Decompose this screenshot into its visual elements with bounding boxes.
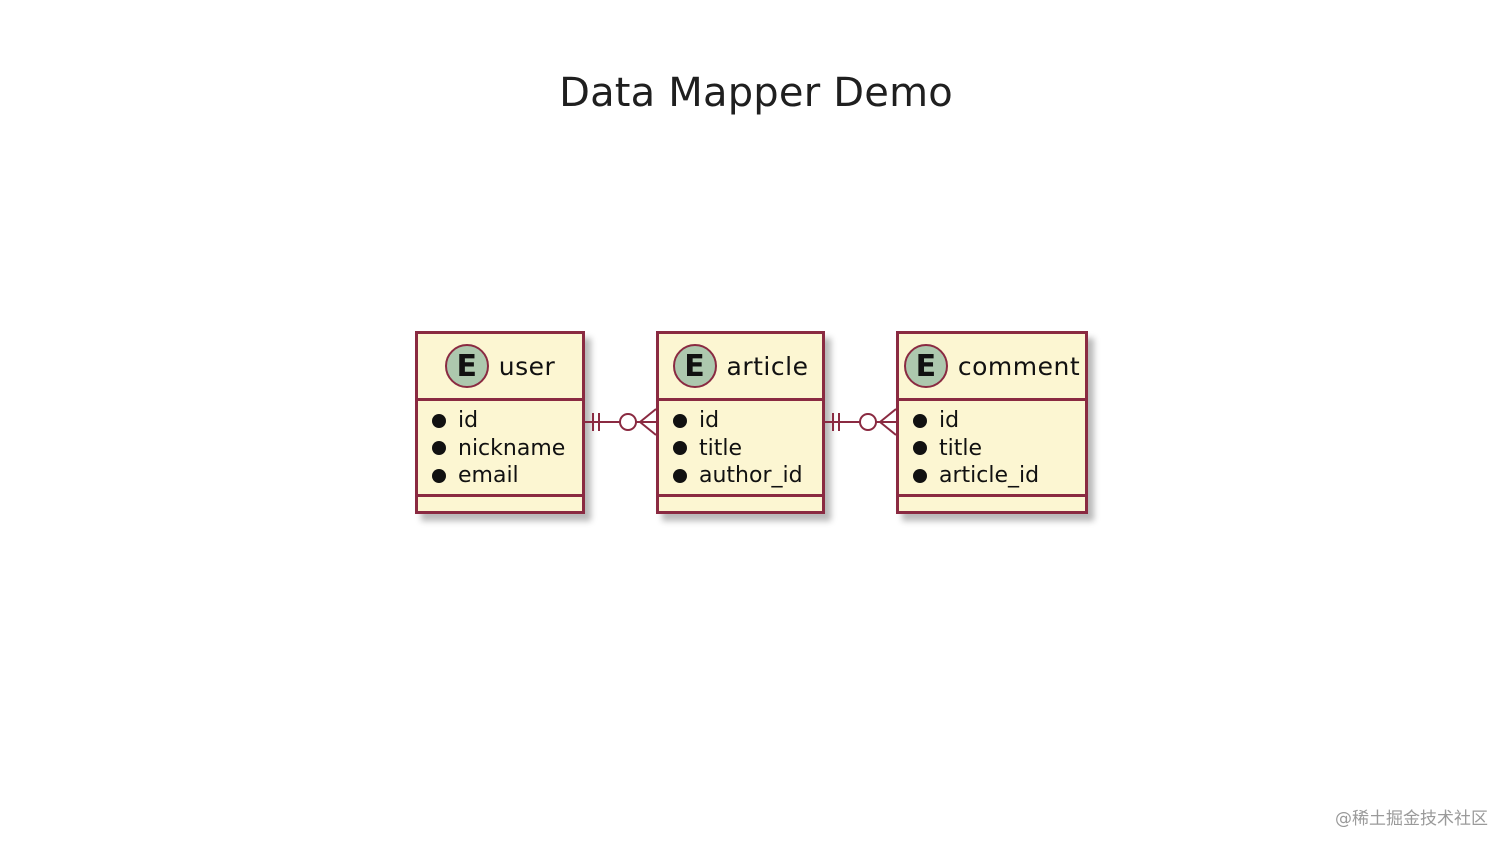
entity-field: id bbox=[432, 407, 582, 435]
bullet-icon bbox=[913, 468, 927, 483]
field-label: author_id bbox=[699, 463, 803, 489]
entity-user: E user id nickname email bbox=[415, 331, 585, 514]
crows-foot-mark bbox=[879, 408, 897, 423]
watermark: @稀土掘金技术社区 bbox=[1335, 809, 1488, 829]
entity-name: user bbox=[498, 351, 556, 381]
field-label: nickname bbox=[458, 435, 566, 461]
diagram-title: Data Mapper Demo bbox=[559, 70, 953, 116]
crows-foot-mark bbox=[639, 421, 657, 436]
field-label: title bbox=[939, 435, 983, 461]
entity-field: email bbox=[432, 462, 582, 490]
field-label: email bbox=[458, 463, 519, 489]
field-label: title bbox=[699, 435, 743, 461]
entity-field: article_id bbox=[913, 462, 1085, 490]
relationship-article-comment bbox=[825, 408, 897, 436]
entity-badge-icon: E bbox=[444, 344, 489, 388]
entity-name: article bbox=[726, 351, 809, 381]
relationship-user-article bbox=[585, 408, 657, 436]
entity-field: author_id bbox=[673, 462, 822, 490]
entity-header: E article bbox=[659, 334, 822, 401]
bullet-icon bbox=[432, 413, 446, 428]
zero-mark bbox=[619, 413, 637, 431]
entity-field: id bbox=[673, 407, 822, 435]
entity-field: title bbox=[913, 435, 1085, 463]
entity-field: title bbox=[673, 435, 822, 463]
bullet-icon bbox=[913, 441, 927, 456]
bullet-icon bbox=[432, 468, 446, 483]
entity-article: E article id title author_id bbox=[656, 331, 825, 514]
entity-fields: id title article_id bbox=[899, 401, 1085, 497]
bullet-icon bbox=[913, 413, 927, 428]
zero-mark bbox=[859, 413, 877, 431]
entity-fields: id title author_id bbox=[659, 401, 822, 497]
entity-field: nickname bbox=[432, 435, 582, 463]
field-label: id bbox=[699, 408, 720, 434]
bullet-icon bbox=[432, 441, 446, 456]
bullet-icon bbox=[673, 413, 687, 428]
entity-badge-icon: E bbox=[903, 344, 948, 388]
crows-foot-mark bbox=[639, 408, 657, 423]
entity-fields: id nickname email bbox=[418, 401, 582, 497]
field-label: article_id bbox=[939, 463, 1040, 489]
entity-badge-icon: E bbox=[672, 344, 717, 388]
entity-field: id bbox=[913, 407, 1085, 435]
bullet-icon bbox=[673, 441, 687, 456]
field-label: id bbox=[939, 408, 960, 434]
entity-header: E comment bbox=[899, 334, 1085, 401]
entity-header: E user bbox=[418, 334, 582, 401]
entity-comment: E comment id title article_id bbox=[896, 331, 1088, 514]
field-label: id bbox=[458, 408, 479, 434]
crows-foot-mark bbox=[879, 421, 897, 436]
entity-name: comment bbox=[957, 351, 1081, 381]
bullet-icon bbox=[673, 468, 687, 483]
